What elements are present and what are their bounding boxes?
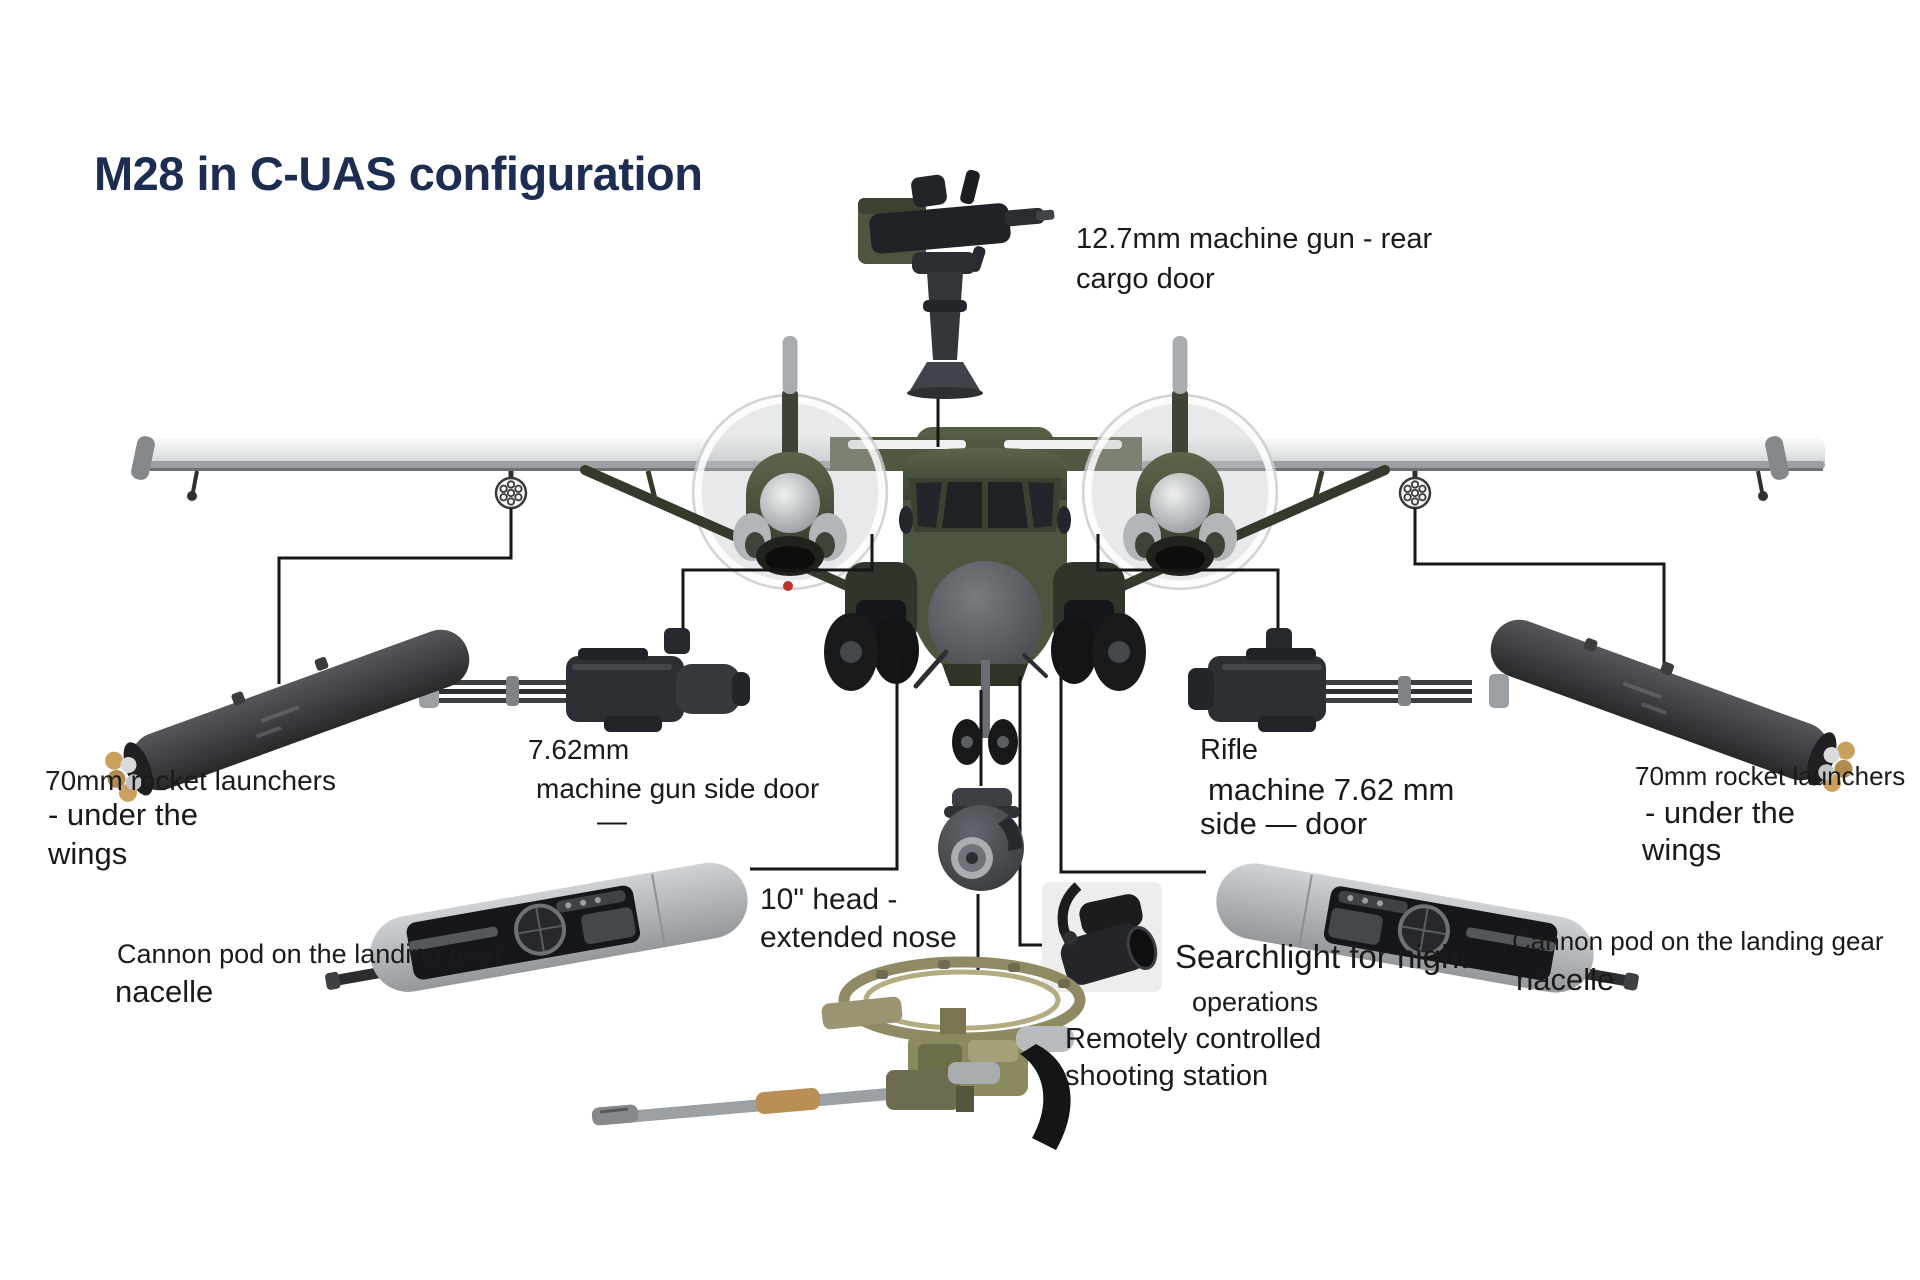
minigun-left-image [419,628,750,732]
label-mg-left-line2: machine gun side door [536,773,820,804]
callout-line-rockets-left [277,508,513,684]
engine-right [1123,452,1237,576]
minigun-right-image [1188,628,1509,732]
label-mg-right-line3: side — door [1200,806,1368,841]
label-searchlight-line1: Searchlight for night [1175,938,1469,975]
label-rockets-right-line1: 70mm rocket launchers [1635,761,1906,791]
label-cannon-left-line2: nacelle [115,974,214,1009]
label-cannon-right-line2: nacelle [1516,962,1615,997]
gun-12-7mm-image [858,169,1055,399]
searchlight-image [1042,882,1162,992]
callout-line-mg-right [1096,534,1280,636]
label-station-line2: shooting station [1065,1060,1269,1092]
rocket-pod-left-image [105,629,470,802]
label-rockets-left-line2: - under the [48,797,198,832]
label-mg-left-line1: 7.62mm [528,734,630,765]
callout-line-searchlight [1018,676,1050,947]
label-top-gun-line2: cargo door [1076,263,1215,295]
callout-line-cannon-right [1059,655,1206,874]
label-cannon-left-line1: Cannon pod on the landing gear [117,939,503,969]
label-rockets-right-line3: wings [1642,832,1722,867]
callout-line-cannon-left [750,655,899,871]
label-rockets-left-line1: 70mm rocket launchers [45,765,337,796]
nose-radome [928,561,1042,675]
label-mg-right-line1: Rifle [1200,734,1259,766]
beacon-light [783,581,793,591]
wingtip-left [131,436,155,480]
label-head-line2: extended nose [760,921,957,954]
callout-line-mg-left [681,534,874,634]
label-top-gun-line1: 12.7mm machine gun - rear [1076,223,1433,255]
engine-left [733,452,847,591]
label-head-line1: 10" head - [760,883,898,916]
rocket-pylon-icon-right [1398,471,1432,510]
shooting-station-image [591,956,1086,1150]
label-cannon-right-line1: Cannon pod on the landing gear [1512,926,1884,956]
callout-line-rockets-right [1413,508,1666,670]
cannon-pod-right-image [1216,863,1639,993]
label-mg-right-line2: machine 7.62 mm [1208,772,1455,807]
rocket-pylon-icon-left [494,471,528,510]
label-rockets-right-line2: - under the [1645,795,1795,830]
sensor-ball-image [938,788,1024,891]
label-searchlight-line2: operations [1192,987,1319,1017]
label-mg-left-dash: — [597,805,627,838]
callout-lines [277,396,1666,972]
page-title: M28 in C-UAS configuration [94,147,703,200]
aircraft-illustration [131,336,1825,765]
fuselage [899,448,1071,689]
cannon-pod-left-image [325,862,748,992]
wingtip-right [1765,436,1789,480]
rocket-pod-right-image [1490,619,1855,792]
label-rockets-left-line3: wings [48,836,128,871]
label-station-line1: Remotely controlled [1065,1023,1322,1055]
